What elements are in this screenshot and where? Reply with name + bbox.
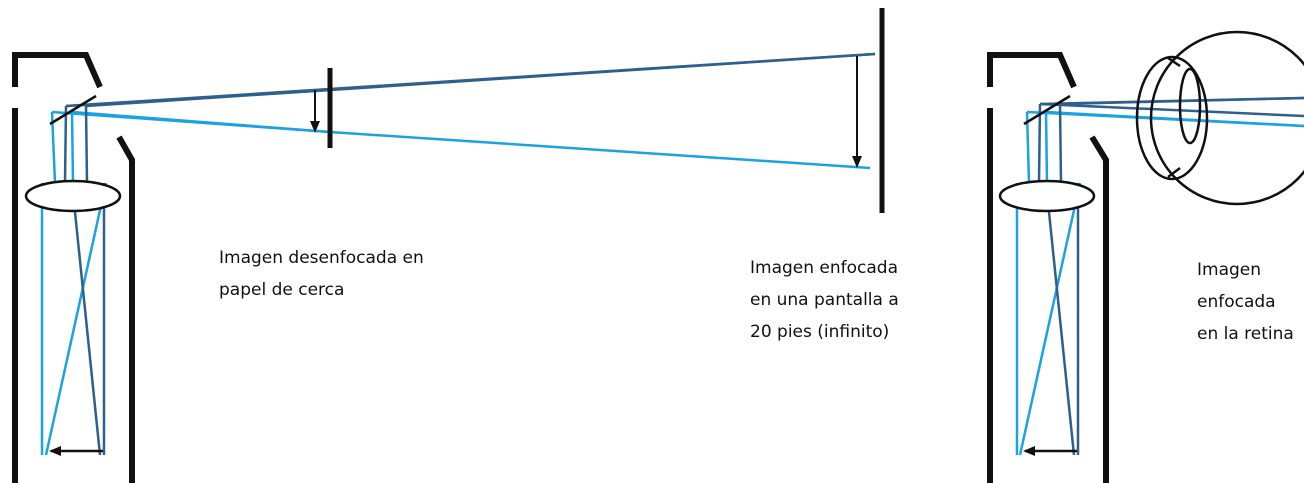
left-lens	[24, 179, 122, 213]
right-rays-dark	[1037, 96, 1304, 456]
near-paper-caption-line-2: papel de cerca	[219, 280, 345, 300]
left-mirror	[49, 94, 97, 126]
iris-top	[1167, 56, 1181, 68]
eye	[1135, 30, 1304, 206]
screen-caption: Imagen enfocada en una pantalla a 20 pie…	[750, 252, 899, 348]
retina-caption-line-3: en la retina	[1197, 324, 1294, 344]
left-rays-dark	[63, 52, 876, 456]
screen-caption-line-1: Imagen enfocada	[750, 258, 899, 278]
retina-caption-line-1: Imagen	[1197, 260, 1262, 280]
eye-lens	[1178, 67, 1202, 145]
near-paper-caption-line-1: Imagen desenfocada en	[219, 248, 424, 268]
right-housing-right-wall	[1089, 135, 1109, 483]
iris-bottom	[1167, 167, 1181, 178]
left-instrument	[12, 52, 876, 483]
retina-caption: Imagen enfocada en la retina	[1197, 254, 1294, 350]
screen-caption-line-3: 20 pies (infinito)	[750, 322, 890, 342]
right-housing-top	[987, 52, 1077, 89]
screen-caption-line-2: en una pantalla a	[750, 290, 899, 310]
cornea	[1135, 55, 1209, 181]
right-mirror	[1023, 94, 1071, 126]
right-rays-light	[1015, 110, 1304, 456]
left-housing-right-wall	[116, 135, 135, 483]
right-lens	[998, 179, 1096, 213]
retina-caption-line-2: enfocada	[1197, 292, 1276, 312]
left-rays-light	[40, 110, 871, 456]
eyeball	[1149, 30, 1304, 206]
right-instrument	[987, 52, 1304, 483]
left-housing-top	[12, 52, 103, 89]
near-paper-caption: Imagen desenfocada en papel de cerca	[219, 242, 424, 306]
